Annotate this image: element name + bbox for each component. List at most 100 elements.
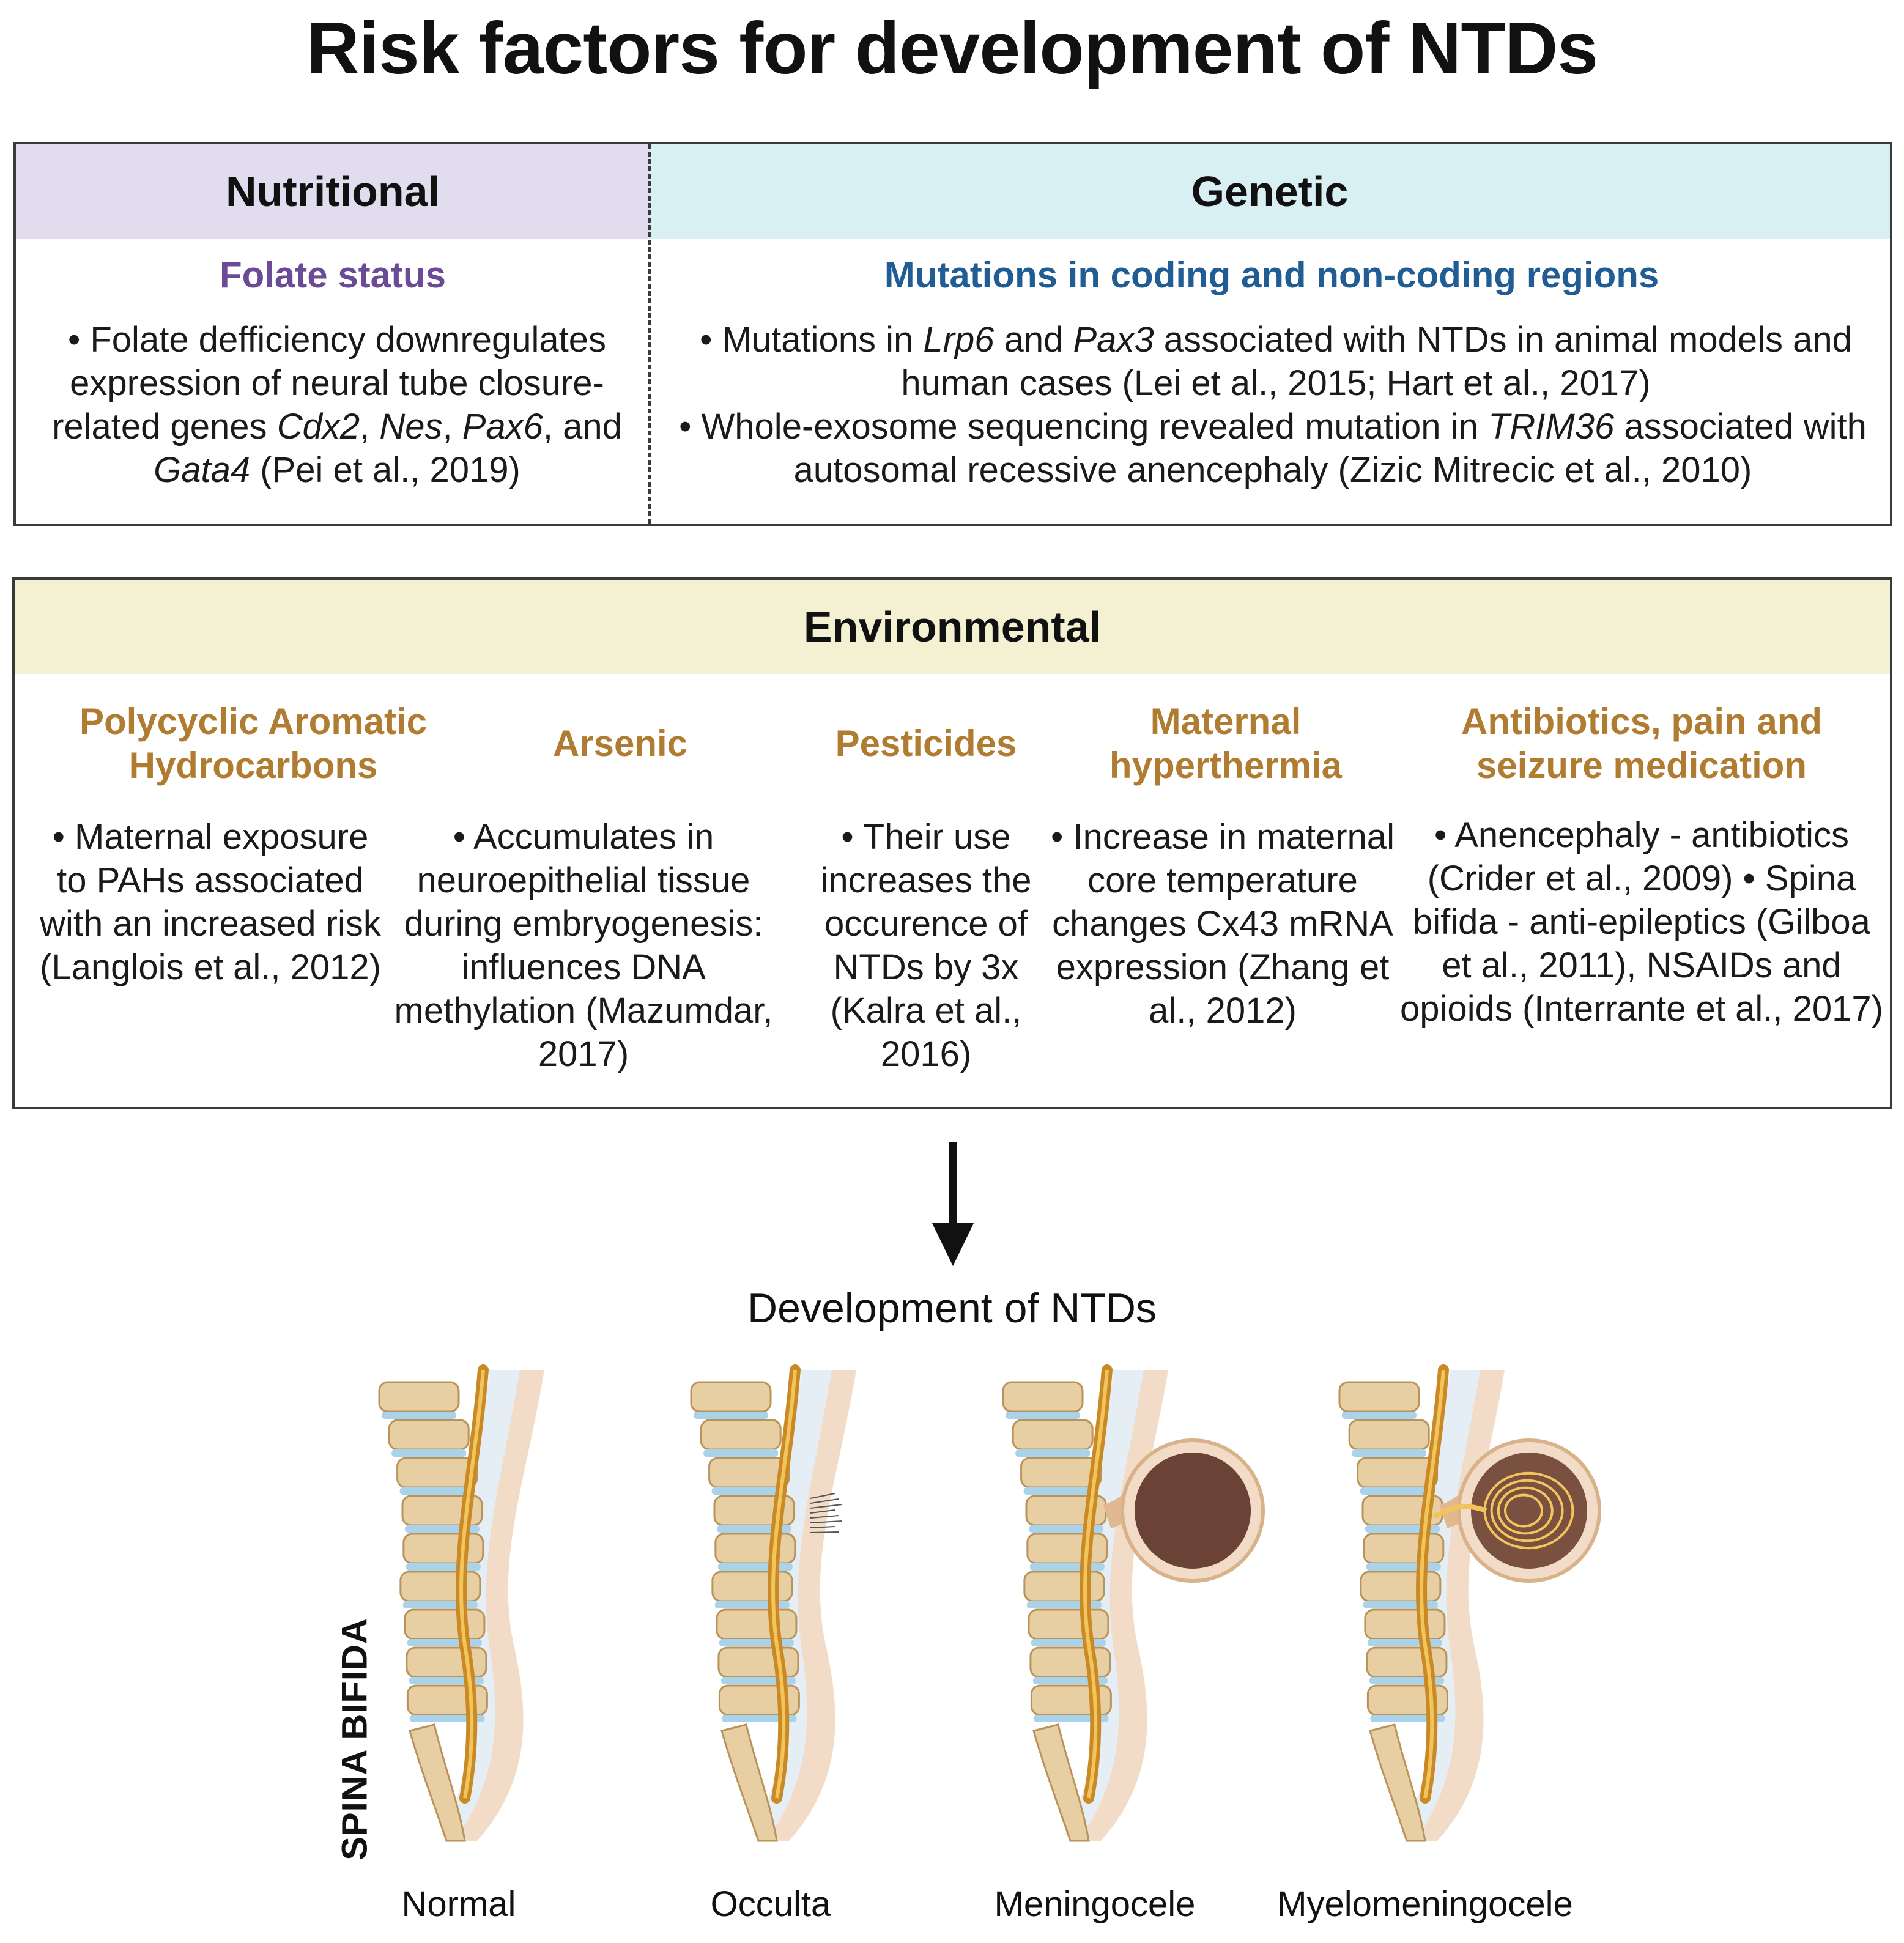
caption-occulta: Occulta [710,1884,831,1924]
vertebra [399,1571,481,1602]
nerve-loop [1490,1479,1564,1542]
sacrum [1369,1723,1426,1842]
env-pah-title: Polycyclic Aromatic Hydrocarbons [79,701,428,786]
environmental-header: Environmental [15,580,1890,674]
vertebra [1363,1533,1445,1564]
vertebra [690,1381,772,1413]
vertebra [716,1608,798,1640]
vertebra [1012,1419,1094,1451]
disc [719,1639,794,1646]
env-hyperthermia-text: • Increase in maternal core temperature … [1051,817,1395,1031]
env-arsenic-text: • Accumulates in neuroepithelial tissue … [394,817,773,1074]
hair-tuft [810,1504,843,1509]
env-medication-text: • Anencephaly - antibiotics (Crider et a… [1400,815,1883,1029]
vertebra [378,1381,460,1413]
disc [406,1563,481,1571]
folate-status-subtitle: Folate status [219,254,446,295]
hair-tuft [810,1493,835,1499]
disc [1031,1639,1106,1646]
spine-meningocele-illustration [1002,1364,1265,1842]
spine-myelomeningocele-illustration [1338,1364,1601,1842]
hair-tuft [810,1531,839,1533]
soft-tissue [1064,1370,1144,1835]
genetic-header: Genetic [650,144,1890,239]
vertebra [1364,1608,1446,1640]
disc [1352,1449,1427,1457]
folate-status-text: • Folate defficiency downregulates expre… [52,320,622,490]
nerve-loop [1504,1493,1543,1528]
down-arrow-shaft [949,1142,957,1228]
disc [1367,1639,1442,1646]
env-pesticides-title: Pesticides [835,723,1017,764]
disc [1360,1487,1435,1495]
sacrum [720,1723,778,1842]
env-arsenic-title: Arsenic [552,723,688,764]
vertebra [1348,1419,1430,1451]
disc [717,1563,793,1571]
disc [694,1412,768,1419]
disc [711,1487,787,1495]
vertebra [714,1533,796,1564]
caption-myelomeningocele: Myelomeningocele [1277,1884,1573,1924]
vertebra [1366,1646,1448,1678]
sac-inner [1471,1453,1587,1569]
down-arrow-head [932,1223,974,1266]
disc [722,1715,797,1722]
disc [1015,1449,1091,1457]
genetic-bullet-1: • Mutations in Lrp6 and Pax3 associated … [700,320,1852,403]
vertebra [1029,1646,1111,1678]
vertebra [1002,1381,1084,1413]
genetic-bullet-2: • Whole-exosome sequencing revealed muta… [679,407,1867,490]
disc [407,1639,482,1646]
hair-tuft [810,1509,835,1514]
caption-meningocele: Meningocele [994,1884,1196,1924]
genetic-subtitle: Mutations in coding and non-coding regio… [884,254,1659,295]
disc [1034,1715,1109,1722]
spinal-cord-highlight [1420,1369,1445,1799]
vertebra [700,1419,782,1451]
vertebra [402,1533,484,1564]
disc [1029,1563,1105,1571]
vertebra [1360,1571,1442,1602]
nerve-bridge [1433,1504,1487,1519]
soft-tissue [1401,1370,1480,1835]
nutritional-header: Nutritional [16,144,650,239]
disc [382,1412,456,1419]
soft-tissue [440,1370,520,1835]
env-medication-title: Antibiotics, pain and seizure medication [1461,701,1822,786]
disc [1023,1487,1098,1495]
spinal-cord-highlight [459,1369,485,1799]
spinal-cord-highlight [771,1369,797,1799]
vertebra [388,1419,470,1451]
back-skin [446,1370,544,1841]
soft-tissue [752,1370,832,1835]
disc [391,1449,467,1457]
nerve-loop [1497,1486,1554,1535]
spinal-cord-highlight [1083,1369,1109,1799]
disc [410,1715,485,1722]
disc [1370,1715,1445,1722]
env-hyperthermia-title: Maternal hyperthermia [1109,701,1343,786]
back-skin [758,1370,856,1841]
disc [1366,1563,1441,1571]
hair-tuft [810,1520,843,1523]
vertebra [1338,1381,1420,1413]
vertebra [406,1646,487,1678]
hair-tuft [810,1526,835,1528]
env-pesticides-text: • Their use increases the occurence of N… [820,817,1032,1074]
vertebra [717,1646,799,1678]
spine-normal-illustration [378,1364,544,1842]
dashed-divider [648,144,651,524]
hair-tuft [810,1515,839,1519]
env-pah-text: • Maternal exposure to PAHs associated w… [40,817,381,987]
vertebra [1023,1571,1105,1602]
caption-normal: Normal [401,1884,516,1924]
figure-title: Risk factors for development of NTDs [306,7,1598,89]
nutritional-genetic-panel: Nutritional Genetic Folate status • Fola… [13,142,1892,526]
vertebra [1026,1533,1108,1564]
hair-tuft [810,1498,839,1504]
disc [399,1487,475,1495]
sac-inner [1135,1453,1251,1569]
spine-occulta-illustration [690,1364,856,1842]
vertebra [711,1571,793,1602]
